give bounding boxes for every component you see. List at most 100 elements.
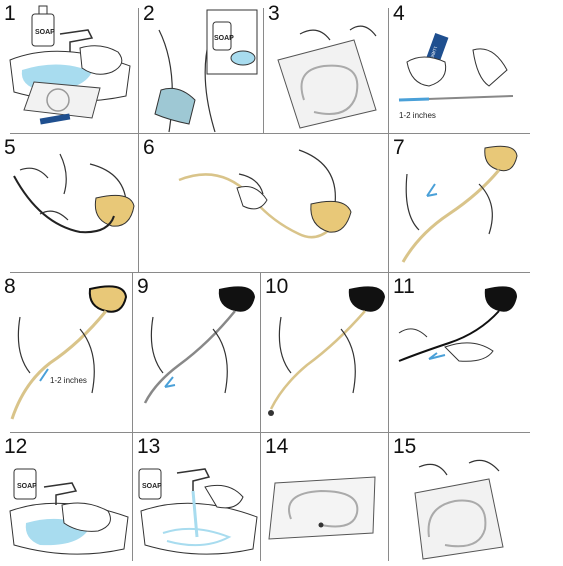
step-number: 12 (4, 435, 28, 458)
soap-bottle-icon (138, 468, 162, 500)
step-number: 4 (393, 2, 405, 25)
grid-line (388, 134, 389, 272)
step-3-panel: 3 (264, 0, 388, 133)
urine-bag-icon (310, 200, 352, 233)
sink-icon (9, 502, 129, 555)
step-9-panel: 9 (133, 273, 260, 432)
step-number: 10 (265, 275, 289, 298)
faucet-icon (59, 29, 94, 52)
hands-icon (19, 167, 69, 221)
step-2-panel: 2 SOAP (139, 0, 263, 133)
lube-tube-icon (39, 113, 71, 125)
step-11-illustration (398, 286, 517, 362)
hand-icon (236, 186, 268, 210)
soap-label: SOAP (142, 483, 162, 490)
catheter-tip-icon (318, 522, 324, 528)
step-8-panel: 8 1-2 inches (0, 273, 132, 432)
hands-icon (61, 502, 111, 532)
step-10-panel: 10 (261, 273, 388, 432)
catheter-icon (13, 175, 115, 234)
lubricated-tip (398, 97, 430, 102)
urine-bag-full-icon (348, 286, 385, 312)
measurement-note: 1-2 inches (50, 376, 87, 385)
grid-line (10, 133, 530, 134)
step-9-illustration (143, 286, 255, 404)
grid-line (10, 432, 530, 433)
step-12-panel: 12 SOAP (0, 433, 132, 566)
catheter-icon (288, 489, 359, 528)
step-4-illustration: LUBRICANT 1-2 inches (398, 32, 514, 120)
step-14-panel: 14 (261, 433, 388, 566)
step-12-illustration: SOAP (9, 468, 129, 555)
soap-label: SOAP (214, 35, 234, 42)
urine-bag-full-icon (218, 286, 255, 312)
hands-icon (418, 459, 500, 476)
step-6-illustration (178, 149, 352, 239)
step-14-illustration (268, 476, 376, 540)
drop-icon (268, 410, 274, 416)
soap-label: SOAP (35, 29, 55, 36)
catheter-icon (300, 64, 359, 115)
hands-icon (398, 328, 494, 362)
step-number: 3 (268, 2, 280, 25)
arrow-icon (426, 183, 438, 197)
arrow-icon (39, 368, 49, 382)
grid-line (132, 273, 133, 432)
measurement-note: 1-2 inches (399, 111, 436, 120)
step-number: 15 (393, 435, 417, 458)
arrow-icon (428, 352, 446, 360)
person-icon (150, 316, 228, 394)
step-2-illustration: SOAP (154, 9, 258, 133)
step-15-panel: 15 (389, 433, 519, 566)
step-number: 13 (137, 435, 161, 458)
catheter-icon (46, 88, 70, 112)
step-8-illustration: 1-2 inches (10, 285, 128, 420)
catheter-icon (398, 310, 500, 362)
urine-bag-full-icon (484, 286, 517, 312)
urine-bag-icon (94, 194, 135, 227)
grid-line (260, 433, 261, 561)
step-number: 7 (393, 136, 405, 159)
towel-icon (268, 476, 376, 540)
urine-bag-icon (88, 285, 128, 313)
faucet-icon (176, 468, 211, 491)
person-icon (17, 316, 95, 394)
catheter-icon (427, 499, 487, 548)
step-number: 11 (393, 275, 415, 298)
hand-icon (406, 56, 447, 87)
grid-line (388, 273, 389, 432)
step-5-panel: 5 (0, 134, 138, 272)
step-13-panel: 13 SOAP (133, 433, 260, 566)
soap-bottle-icon (212, 21, 232, 51)
catheter-bag-icon (23, 81, 101, 119)
grid-line (388, 433, 389, 561)
step-1-illustration: SOAP (9, 5, 131, 125)
step-11-panel: 11 (389, 273, 519, 432)
step-number: 1 (4, 2, 16, 25)
step-number: 8 (4, 275, 16, 298)
grid-line (10, 272, 530, 273)
step-number: 5 (4, 136, 16, 159)
water-bowl-icon (230, 50, 256, 66)
step-number: 9 (137, 275, 149, 298)
grid-line (260, 273, 261, 432)
step-10-illustration (268, 286, 385, 416)
step-number: 6 (143, 136, 155, 159)
grid-line (263, 8, 264, 133)
grid-line (138, 134, 139, 272)
sink-icon (140, 502, 258, 555)
towel-icon (154, 87, 196, 125)
arrow-icon (164, 376, 176, 388)
hand-icon (472, 48, 508, 87)
step-7-illustration (401, 145, 518, 263)
person-icon (405, 173, 493, 235)
grid-line (138, 8, 139, 133)
grid-line (388, 8, 389, 133)
step-1-panel: 1 SOAP (0, 0, 138, 133)
catheter-icon (143, 310, 236, 404)
step-13-illustration: SOAP (138, 468, 258, 555)
catheter-icon (10, 310, 108, 420)
package-icon (414, 478, 504, 560)
soap-bottle-icon (13, 468, 37, 500)
step-6-panel: 6 (139, 134, 388, 272)
